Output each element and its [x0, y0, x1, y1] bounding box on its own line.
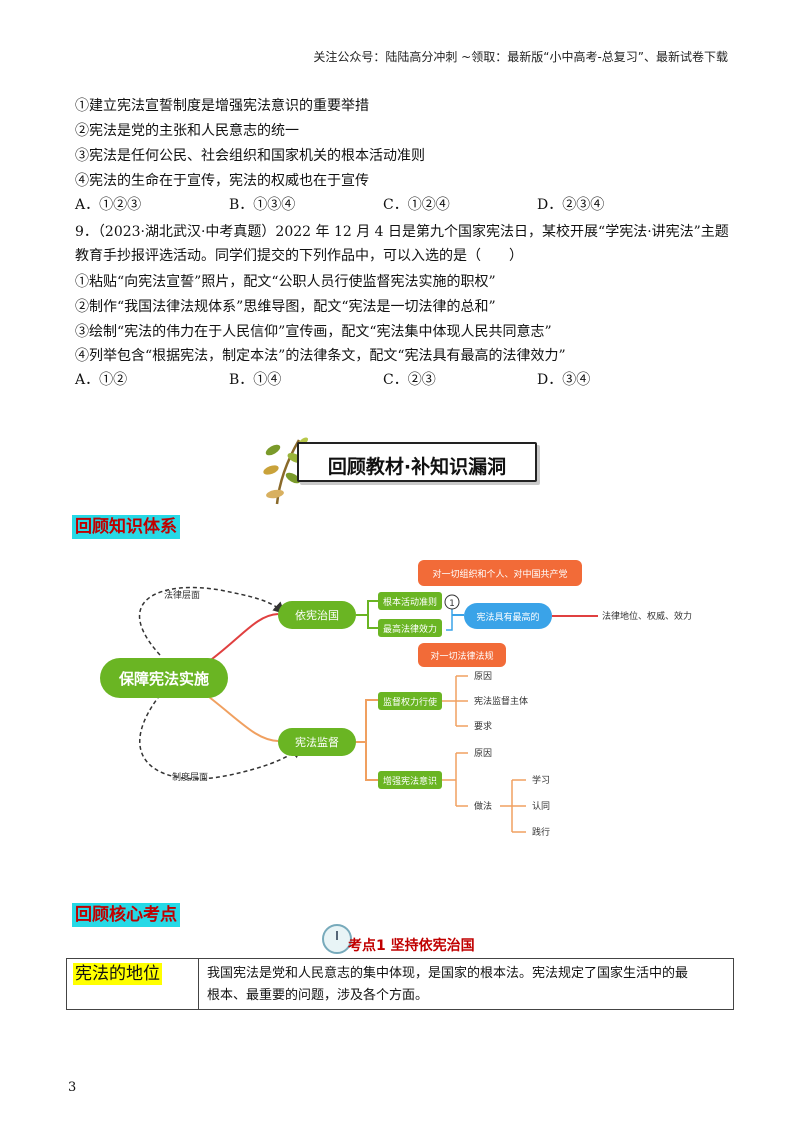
- center-node-label: 保障宪法实施: [118, 670, 209, 688]
- branch2-node: [278, 728, 356, 756]
- circle-number-badge: [444, 594, 460, 610]
- orange-note-top-label: 对一切组织和个人、对中国共产党: [432, 568, 567, 580]
- branch1-child-1: 根本活动准则: [383, 596, 437, 608]
- link-branch2-children: [356, 699, 378, 781]
- q9-stem-line2: 教育手抄报评选活动。同学们提交的下列作品中，可以入选的是（ ）: [75, 248, 523, 264]
- q8-item-4: ④宪法的生命在于宣传，宪法的权威也在于宣传: [75, 173, 369, 189]
- key-point-line-2: 根本、最重要的问题，涉及各个方面。: [207, 988, 429, 1003]
- awareness-child-2: 做法: [474, 800, 492, 812]
- page-header: 关注公众号：陆陆高分冲刺 ~领取：最新版“小中高考-总复习”、最新试卷下载: [313, 50, 728, 64]
- q9-item-2: ②制作“我国法律法规体系”思维导图，配文“宪法是一切法律的总和”: [75, 299, 496, 315]
- q9-option-a: A．①②: [75, 372, 128, 388]
- lower-dashed-arc: [139, 694, 303, 780]
- q8-item-2: ②宪法是党的主张和人民意志的统一: [75, 123, 299, 139]
- link-center-branch2: [199, 689, 279, 742]
- q9-item-3: ③绘制“宪法的伟力在于人民信仰”宣传画，配文“宪法集中体现人民共同意志”: [75, 324, 552, 340]
- upper-dashed-label: 法律层面: [164, 589, 200, 601]
- key-point-content-cell: 我国宪法是党和人民意志的集中体现，是国家的根本法。宪法规定了国家生活中的最 根本…: [207, 963, 727, 1007]
- supervise-child-1: 原因: [474, 671, 492, 682]
- branch2-label: 宪法监督: [295, 735, 339, 749]
- link-awareness-children: [442, 752, 468, 807]
- key-point-title: 考点1 坚持依宪治国: [348, 938, 475, 954]
- mindmap: 法律层面 制度层面 保障宪法实施 依宪治国 根本活动准则 最高法律效力 对一切组…: [100, 560, 692, 838]
- awareness-node: [378, 771, 442, 789]
- q8-item-3: ③宪法是任何公民、社会组织和国家机关的根本活动准则: [75, 148, 425, 164]
- lower-dashed-label: 制度层面: [172, 771, 208, 783]
- q8-option-a: A．①②③: [75, 197, 142, 213]
- supervise-child-3: 要求: [474, 720, 492, 732]
- branch1-child-2-node: [378, 619, 442, 637]
- q9-option-d: D．③④: [537, 372, 591, 388]
- branch1-label: 依宪治国: [295, 608, 339, 622]
- section-banner: 回顾教材·补知识漏洞: [263, 432, 547, 505]
- section-title-knowledge-system: 回顾知识体系: [72, 515, 180, 539]
- blue-node: [464, 603, 552, 629]
- q8-item-1: ①建立宪法宣誓制度是增强宪法意识的重要举措: [75, 98, 369, 114]
- q8-option-d: D．②③④: [537, 197, 605, 213]
- center-node: [100, 658, 228, 698]
- upper-dashed-arc: [138, 586, 286, 656]
- blue-leaf-label: 法律地位、权威、效力: [602, 610, 692, 622]
- branch1-child-2: 最高法律效力: [383, 623, 437, 635]
- circle-number: 1: [449, 599, 455, 609]
- banner-box: 回顾教材·补知识漏洞: [297, 442, 537, 482]
- key-point-table: 宪法的地位 我国宪法是党和人民意志的集中体现，是国家的根本法。宪法规定了国家生活…: [66, 958, 734, 1010]
- practice-child-3: 践行: [532, 826, 550, 838]
- q8-option-b: B．①③④: [229, 197, 296, 213]
- branch1-node: [278, 601, 356, 629]
- branch1-child-1-node: [378, 592, 442, 610]
- supervise-node: [378, 692, 442, 710]
- clock-icon: [322, 924, 352, 954]
- q9-option-c: C．②③: [383, 372, 436, 388]
- blue-node-label: 宪法具有最高的: [476, 611, 539, 623]
- orange-note-top: [418, 560, 582, 586]
- orange-note-bottom: [418, 643, 506, 667]
- link-branch1-children: [356, 600, 378, 629]
- practice-child-1: 学习: [532, 774, 550, 786]
- q9-item-1: ①粘贴“向宪法宣誓”照片，配文“公职人员行使监督宪法实施的职权”: [75, 274, 496, 290]
- awareness-child-1: 原因: [474, 748, 492, 759]
- awareness-label: 增强宪法意识: [383, 775, 437, 787]
- q9-stem-line1: 9．（2023·湖北武汉·中考真题）2022 年 12 月 4 日是第九个国家宪…: [75, 224, 729, 240]
- practice-child-2: 认同: [532, 800, 550, 812]
- banner-title: 回顾教材·补知识漏洞: [327, 456, 507, 478]
- link-supervise-children: [442, 675, 468, 727]
- link-practice-children: [500, 779, 526, 833]
- section-title-core-points: 回顾核心考点: [72, 903, 180, 927]
- key-point-line-1: 我国宪法是党和人民意志的集中体现，是国家的根本法。宪法规定了国家生活中的最: [207, 966, 689, 981]
- page-number: 3: [68, 1080, 77, 1095]
- q8-option-c: C．①②④: [383, 197, 450, 213]
- supervise-label: 监督权力行使: [383, 696, 437, 708]
- key-point-term-cell: 宪法的地位: [67, 959, 199, 1009]
- key-point-term: 宪法的地位: [73, 963, 162, 985]
- q9-item-4: ④列举包含“根据宪法，制定本法”的法律条文，配文“宪法具有最高的法律效力”: [75, 348, 566, 364]
- q9-option-b: B．①④: [229, 372, 282, 388]
- orange-note-bottom-label: 对一切法律法规: [430, 650, 493, 662]
- supervise-child-2: 宪法监督主体: [474, 695, 528, 707]
